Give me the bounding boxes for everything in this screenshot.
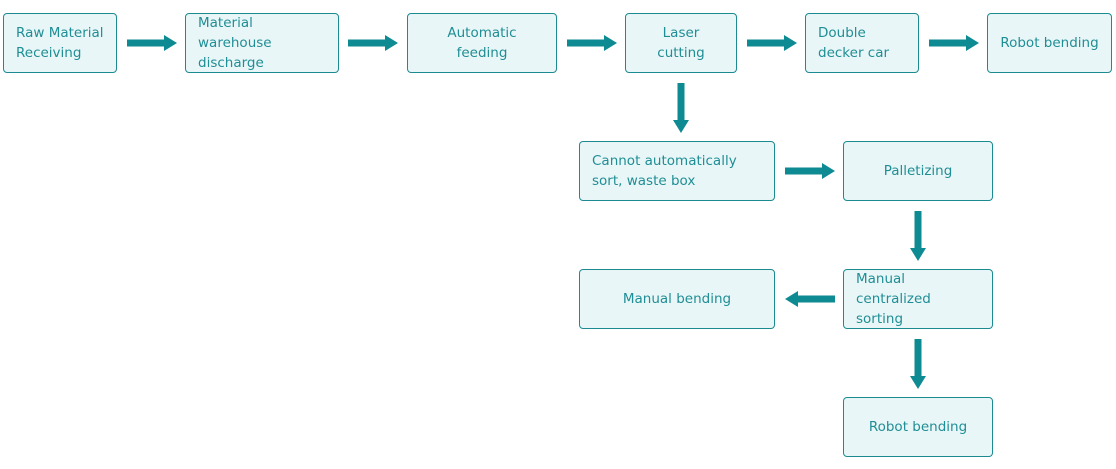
node-palletizing: Palletizing <box>843 141 993 201</box>
node-label: Manual centralized sorting <box>856 271 931 327</box>
node-robot-bending-top: Robot bending <box>987 13 1112 73</box>
node-manual-centralized-sorting: Manual centralized sorting <box>843 269 993 329</box>
arrow-right-icon <box>348 35 398 51</box>
node-label: Double decker car <box>818 25 890 61</box>
node-label: Laser cutting <box>657 25 705 61</box>
node-raw-material-receiving: Raw Material Receiving <box>3 13 117 73</box>
node-label: Material warehouse discharge <box>198 15 272 71</box>
node-label: Raw Material Receiving <box>16 25 104 61</box>
node-material-warehouse-discharge: Material warehouse discharge <box>185 13 339 73</box>
arrow-down-icon <box>910 339 926 389</box>
node-double-decker-car: Double decker car <box>805 13 919 73</box>
node-label: Automatic feeding <box>447 25 517 61</box>
node-manual-bending: Manual bending <box>579 269 775 329</box>
node-label: Manual bending <box>622 291 732 307</box>
arrow-right-icon <box>929 35 979 51</box>
node-label: Palletizing <box>883 163 953 179</box>
arrow-left-icon <box>785 291 835 307</box>
node-laser-cutting: Laser cutting <box>625 13 737 73</box>
node-label: Cannot automatically sort, waste box <box>592 153 737 189</box>
arrow-down-icon <box>673 83 689 133</box>
arrow-right-icon <box>127 35 177 51</box>
node-label: Robot bending <box>1000 35 1099 51</box>
node-label: Robot bending <box>868 419 968 435</box>
arrow-right-icon <box>785 163 835 179</box>
arrow-down-icon <box>910 211 926 261</box>
node-automatic-feeding: Automatic feeding <box>407 13 557 73</box>
node-robot-bending-bottom: Robot bending <box>843 397 993 457</box>
arrow-right-icon <box>747 35 797 51</box>
arrow-right-icon <box>567 35 617 51</box>
node-waste-box: Cannot automatically sort, waste box <box>579 141 775 201</box>
